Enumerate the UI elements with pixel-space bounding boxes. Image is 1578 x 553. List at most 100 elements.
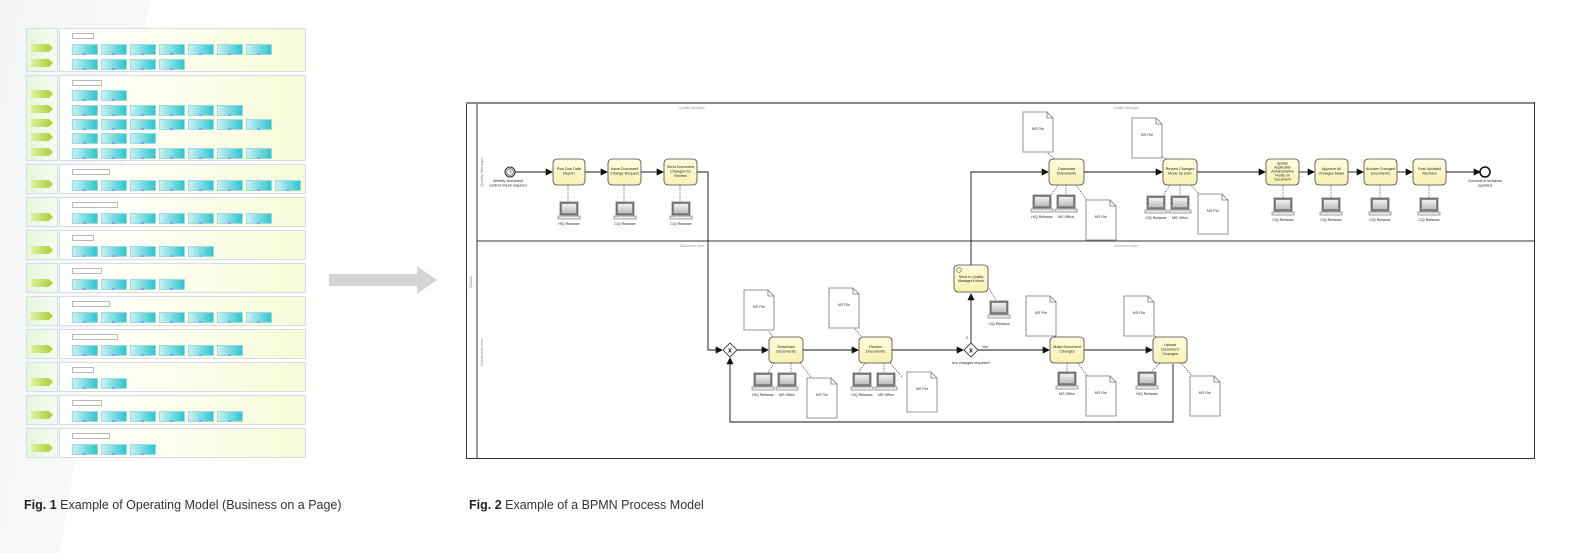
process-box [159, 59, 185, 70]
system-label: CIQ Reliance [988, 322, 1009, 326]
laptop-icon [1055, 371, 1079, 390]
capability-chevron [29, 279, 53, 287]
row-title-box [72, 33, 94, 39]
svg-text:Document: Document [1274, 178, 1290, 182]
process-box [217, 345, 243, 356]
process-box [101, 279, 127, 290]
system-label: MS Office [1059, 392, 1075, 396]
task-issue-document-change-request[interactable]: Issue Document Change Request [607, 158, 642, 186]
laptop-icon [1368, 197, 1392, 216]
task-download-documents-du[interactable]: Download Documents [768, 336, 804, 364]
svg-text:Fields on: Fields on [1275, 174, 1290, 178]
task-update-administrative-fields[interactable]: Update Applicable Administrative Fields … [1265, 158, 1300, 186]
process-box [72, 213, 98, 224]
process-box [159, 279, 185, 290]
process-box [130, 444, 156, 455]
svg-text:Changes: Changes [1059, 350, 1074, 354]
capability-chevron [29, 90, 53, 98]
laptop-icon [1168, 195, 1192, 214]
row-title-box [72, 367, 94, 373]
row-capability-column [26, 75, 58, 161]
file-label: MS File [1035, 311, 1047, 315]
process-box [159, 246, 185, 257]
task-make-document-changes[interactable]: Make Document Changes [1049, 336, 1085, 364]
svg-text:Review Changes: Review Changes [1166, 167, 1195, 171]
operating-model-row [26, 28, 306, 72]
process-box [130, 345, 156, 356]
figure1-caption-prefix: Fig. 1 [24, 498, 57, 512]
svg-text:Made by User: Made by User [1168, 172, 1192, 176]
row-title-box [72, 80, 102, 86]
process-box [217, 213, 243, 224]
end-event[interactable] [1479, 166, 1491, 178]
process-box [188, 345, 214, 356]
file-label: MS File [838, 303, 850, 307]
process-box [72, 444, 98, 455]
laptop-icon [1319, 197, 1343, 216]
system-label: CIQ Reliance [670, 222, 691, 226]
task-run-due-date-report[interactable]: Run Due Date Report [552, 158, 586, 186]
capability-chevron [29, 411, 53, 419]
svg-text:Changes Made: Changes Made [1319, 172, 1345, 176]
document-icon [1085, 199, 1117, 241]
operating-model-row [26, 296, 306, 326]
file-label: MS File [1141, 133, 1153, 137]
task-review-documents[interactable]: Review Documents [858, 336, 893, 364]
task-archive-changed-documents[interactable]: Archive Changed Documents [1363, 158, 1398, 186]
process-box [130, 133, 156, 144]
laptop-icon [751, 372, 775, 391]
svg-text:Administrative: Administrative [1271, 170, 1294, 174]
process-box [101, 105, 127, 116]
process-box [188, 246, 214, 257]
task-review-changes-made-by-user[interactable]: Review Changes Made by User [1162, 158, 1198, 186]
file-label: MS File [1133, 311, 1145, 315]
svg-text:Run Due Date: Run Due Date [557, 167, 581, 171]
decision-gateway[interactable]: x [963, 342, 979, 358]
file-label: MS File [1207, 209, 1219, 213]
row-capability-column [26, 197, 58, 227]
task-upload-document-changes[interactable]: Upload Document Changes [1152, 336, 1188, 364]
task-send-to-quality-managers-inbox[interactable]: Send to Quality Manager's Inbox [953, 264, 989, 293]
lane-header-qm-right: Quality Manager [1113, 106, 1140, 110]
process-box [101, 119, 127, 130]
svg-text:Applicable: Applicable [1274, 166, 1291, 170]
process-box [101, 44, 127, 55]
system-label: CIQ Reliance [1320, 218, 1341, 222]
process-box [159, 411, 185, 422]
capability-chevron [29, 105, 53, 113]
svg-text:Manager's Inbox: Manager's Inbox [958, 279, 985, 283]
svg-text:Make Document: Make Document [1053, 345, 1082, 349]
process-box [101, 246, 127, 257]
task-approve-all-changes[interactable]: Approve All Changes Made [1314, 158, 1349, 186]
svg-text:x: x [969, 348, 973, 355]
document-icon [828, 287, 860, 329]
task-send-document-changes-for-review[interactable]: Send Document Changes for Review [663, 158, 698, 186]
process-box [217, 105, 243, 116]
process-box [130, 44, 156, 55]
operating-model-row [26, 329, 306, 359]
operating-model-figure [26, 28, 306, 462]
operating-model-row [26, 75, 306, 161]
process-box [101, 148, 127, 159]
svg-text:Archive Changed: Archive Changed [1366, 167, 1395, 171]
merge-gateway[interactable]: x [722, 342, 738, 358]
task-post-updated-revision[interactable]: Post Updated Revision [1412, 158, 1447, 186]
svg-text:Approve All: Approve All [1322, 167, 1341, 171]
row-capability-column [26, 362, 58, 392]
svg-text:Change Request: Change Request [610, 172, 639, 176]
process-box [188, 148, 214, 159]
laptop-icon [1144, 195, 1168, 214]
process-box [130, 105, 156, 116]
start-event-label-1: Weekly document [493, 179, 524, 183]
row-capability-column [26, 230, 58, 260]
process-box [72, 180, 98, 191]
document-icon [806, 377, 838, 419]
row-title-box [72, 433, 110, 439]
bpmn-process-figure: Quality Quality Manager Document User Qu… [466, 102, 1535, 459]
system-label: MS Office [779, 393, 795, 397]
task-download-documents-qm[interactable]: Download Documents [1048, 158, 1085, 186]
process-box [275, 180, 301, 191]
start-timer-event[interactable] [504, 166, 516, 178]
process-box [159, 105, 185, 116]
system-label: HIQ Reliance [851, 393, 872, 397]
